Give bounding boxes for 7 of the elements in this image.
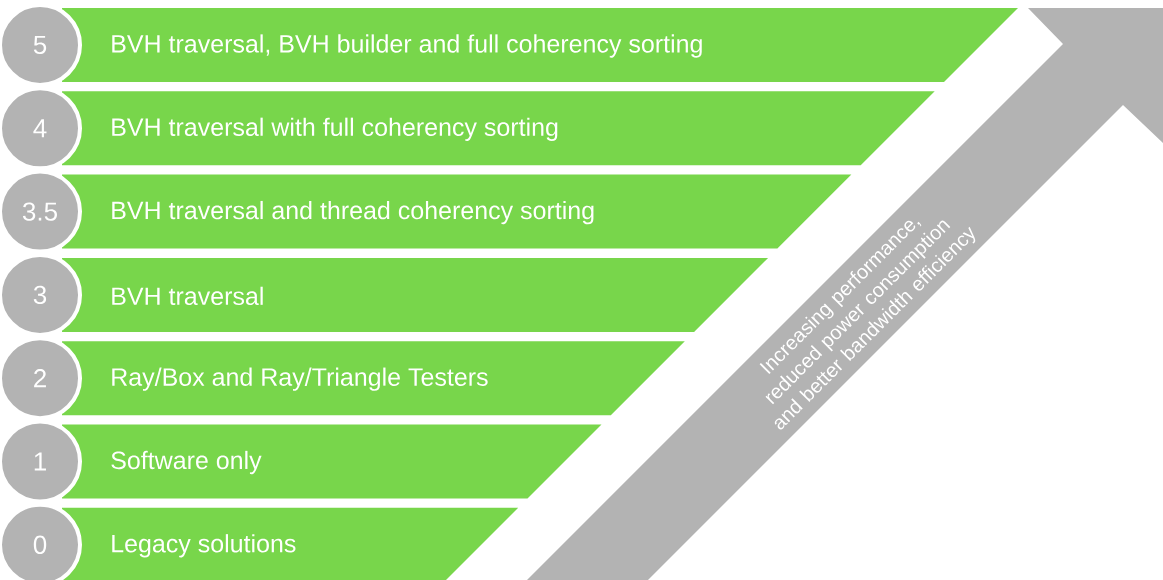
level-band: BVH traversal, BVH builder and full coherency sorting: [62, 8, 1018, 82]
level-band: Software only: [62, 424, 602, 499]
level-band: Ray/Box and Ray/Triangle Testers: [62, 341, 685, 416]
level-band: BVH traversal with full coherency sorting: [62, 91, 935, 166]
level-band: BVH traversal: [62, 257, 769, 332]
level-band: Legacy solutions: [62, 507, 519, 580]
level-band: BVH traversal and thread coherency sorting: [62, 174, 852, 249]
